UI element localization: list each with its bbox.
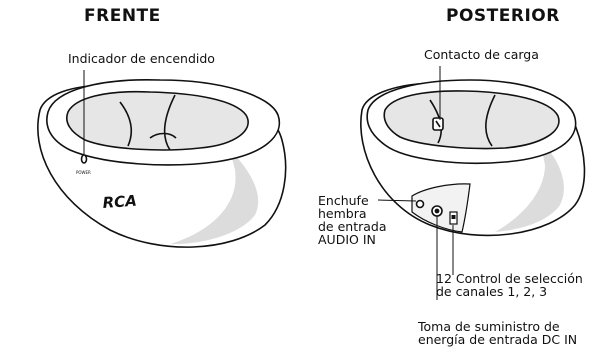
audio-in-label-line: de entrada — [318, 219, 387, 234]
leader-audio-in — [377, 199, 417, 202]
back-cradle-well — [383, 90, 560, 150]
front-charging-base: POWER — [37, 78, 287, 248]
dc-in-label-line: Toma de suministro de — [418, 319, 560, 334]
audio-in-label: Enchufe hembra de entrada AUDIO IN — [318, 194, 387, 246]
audio-in-label-line: Enchufe — [318, 193, 369, 208]
callout-lines — [83, 66, 454, 300]
dc-in-label-line: energía de entrada DC IN — [418, 332, 578, 347]
front-cradle-well — [66, 90, 249, 151]
back-heading: POSTERIOR — [446, 6, 560, 26]
channel-selector-label-line: 12 Control de selección — [436, 271, 583, 286]
power-indicator-light — [80, 154, 88, 164]
back-charging-base — [360, 79, 586, 237]
back-base-shadow — [495, 140, 564, 232]
rca-logo: RCA — [102, 192, 137, 212]
audio-in-label-line: AUDIO IN — [318, 232, 376, 247]
audio-in-jack-port — [415, 199, 425, 209]
dc-in-label: Toma de suministro de energía de entrada… — [418, 320, 577, 346]
power-indicator-label: Indicador de encendido — [68, 51, 215, 66]
front-heading: FRENTE — [84, 6, 161, 26]
channel-selector-label: 12 Control de selección de canales 1, 2,… — [436, 272, 583, 298]
power-mark-text: POWER — [76, 170, 91, 175]
channel-selector-label-line: de canales 1, 2, 3 — [436, 284, 548, 299]
charge-contact-label: Contacto de carga — [424, 47, 539, 62]
audio-in-label-line: hembra — [318, 206, 367, 221]
front-base-shadow — [170, 150, 259, 245]
